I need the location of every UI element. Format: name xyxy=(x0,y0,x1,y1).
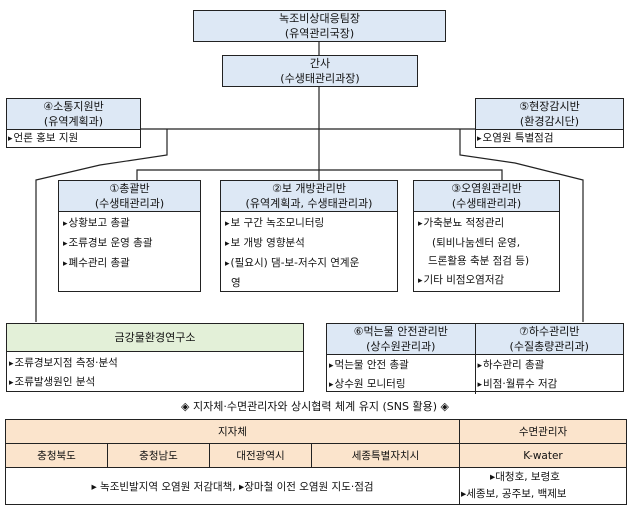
lab-title: 금강물환경연구소 xyxy=(114,331,196,344)
team7-item: 비점·월류수 저감 xyxy=(478,375,620,394)
team3-item-detail: (퇴비나눔센터 운영, xyxy=(432,236,521,249)
team3-title: ③오염원관리반 xyxy=(451,182,522,195)
team3-item-detail: 드론활용 축분 점검 등) xyxy=(428,255,530,267)
local-gov-tasks: ▸ 녹조빈발지역 오염원 저감대책, ▸장마철 이전 오염원 지도·점검 xyxy=(5,467,460,505)
team7-subtitle: (수질총량관리과) xyxy=(509,340,589,353)
water-manager-cell: K-water xyxy=(459,443,627,468)
team6-item: 먹는물 안전 총괄 xyxy=(329,356,471,375)
team4-communication-box: ④소통지원반 (유역계획과) 언론 홍보 지원 xyxy=(6,98,141,148)
cooperation-banner: ◈ 지자체·수면관리자와 상시협력 체계 유지 (SNS 활용) ◈ xyxy=(181,400,449,413)
water-manager-tasks: ▸대청호, 보령호 ▸세종보, 공주보, 백제보 xyxy=(459,467,627,505)
team3-item: 기타 비점오염저감 xyxy=(418,271,555,291)
team1-item: 상황보고 총괄 xyxy=(63,214,196,234)
team1-title: ①총괄반 xyxy=(109,182,150,195)
team7-item: 하수관리 총괄 xyxy=(478,356,620,375)
teams-6-7-box: ⑥먹는물 안전관리반 (상수원관리과) 먹는물 안전 총괄 상수원 모니터링 ⑦… xyxy=(326,323,624,394)
leader-title: 녹조비상대응팀장 xyxy=(279,12,360,25)
emergency-team-leader-box: 녹조비상대응팀장 (유역관리국장) xyxy=(193,10,446,42)
lab-item: 조류발생원인 분석 xyxy=(9,373,299,392)
local-gov-cell: 충청북도 xyxy=(5,443,108,468)
team2-weir-management-box: ②보 개방관리반 (유역계획과, 수생태관리과) 보 구간 녹조모니터링 보 개… xyxy=(220,180,398,292)
secretary-title: 간사 xyxy=(309,57,331,70)
team4-title: ④소통지원반 xyxy=(43,100,104,113)
team5-subtitle: (환경감시단) xyxy=(519,115,580,128)
team2-item: 보 구간 녹조모니터링 xyxy=(225,214,393,234)
secretary-subtitle: (수생태관리과장) xyxy=(280,72,360,85)
water-manager-task: ▸세종보, 공주보, 백제보 xyxy=(461,488,567,500)
water-manager-task: ▸대청호, 보령호 xyxy=(490,471,560,483)
leader-subtitle: (유역관리국장) xyxy=(284,27,355,40)
team1-item: 조류경보 운영 총괄 xyxy=(63,234,196,254)
local-gov-header: 지자체 xyxy=(5,419,460,444)
team6-drinking-water-box: ⑥먹는물 안전관리반 (상수원관리과) 먹는물 안전 총괄 상수원 모니터링 xyxy=(327,324,475,394)
team5-field-monitoring-box: ⑤현장감시반 (환경감시단) 오염원 특별점검 xyxy=(475,98,624,148)
secretary-box: 간사 (수생태관리과장) xyxy=(222,55,418,87)
team3-item: 가축분뇨 적정관리 xyxy=(418,214,555,234)
local-gov-cell: 세종특별자치시 xyxy=(311,443,460,468)
team7-title: ⑦하수관리반 xyxy=(519,325,580,338)
team3-subtitle: (수생태관리과) xyxy=(451,197,522,210)
team2-item-continuation: 영 xyxy=(231,277,241,289)
team5-title: ⑤현장감시반 xyxy=(519,100,580,113)
team6-title: ⑥먹는물 안전관리반 xyxy=(353,325,448,338)
team2-title: ②보 개방관리반 xyxy=(271,182,347,195)
team4-item: 언론 홍보 지원 xyxy=(8,130,136,148)
lab-item: 조류경보지점 측정·분석 xyxy=(9,354,299,373)
cooperation-table: 지자체 수면관리자 충청북도 충청남도 대전광역시 세종특별자치시 K-wate… xyxy=(5,419,627,505)
geum-river-research-lab-box: 금강물환경연구소 조류경보지점 측정·분석 조류발생원인 분석 xyxy=(6,323,304,392)
local-gov-cell: 대전광역시 xyxy=(209,443,312,468)
team1-item: 폐수관리 총괄 xyxy=(63,254,196,274)
team6-subtitle: (상수원관리과) xyxy=(366,340,436,353)
team2-item: (필요시) 댐-보-저수지 연계운 xyxy=(225,254,393,274)
team5-item: 오염원 특별점검 xyxy=(477,130,619,148)
team1-subtitle: (수생태관리과) xyxy=(94,197,165,210)
team1-general-box: ①총괄반 (수생태관리과) 상황보고 총괄 조류경보 운영 총괄 폐수관리 총괄 xyxy=(58,180,201,292)
water-manager-header: 수면관리자 xyxy=(459,419,627,444)
team2-subtitle: (유역계획과, 수생태관리과) xyxy=(245,197,373,210)
team7-sewage-box: ⑦하수관리반 (수질총량관리과) 하수관리 총괄 비점·월류수 저감 xyxy=(474,324,623,394)
team2-item: 보 개방 영향분석 xyxy=(225,234,393,254)
team6-item: 상수원 모니터링 xyxy=(329,375,471,394)
team4-subtitle: (유역계획과) xyxy=(43,115,104,128)
team3-pollution-source-box: ③오염원관리반 (수생태관리과) 가축분뇨 적정관리 (퇴비나눔센터 운영, 드… xyxy=(413,180,560,292)
local-gov-cell: 충청남도 xyxy=(107,443,210,468)
